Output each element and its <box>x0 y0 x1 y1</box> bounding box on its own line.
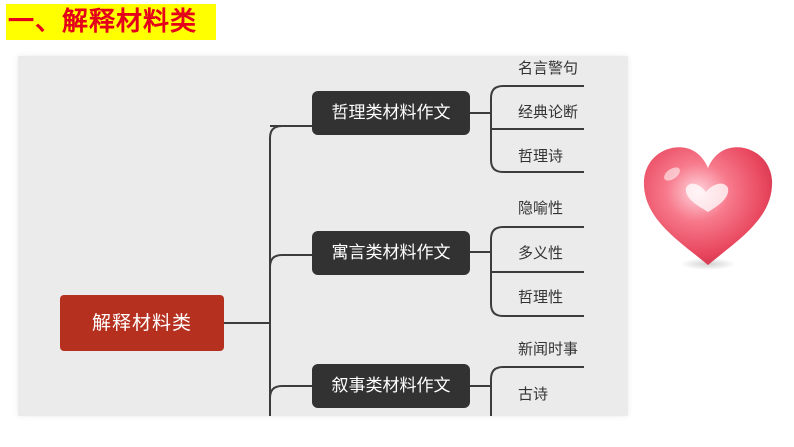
leaf-current-news: 新闻时事 <box>518 340 579 358</box>
leaf-ambiguous: 多义性 <box>518 244 564 262</box>
root-node: 解释材料类 <box>60 295 224 351</box>
branch-node-fable: 寓言类材料作文 <box>312 231 470 275</box>
leaf-classic-statements: 经典论断 <box>518 103 579 121</box>
leaf-philosophical-poetry: 哲理诗 <box>518 147 564 165</box>
leaf-famous-quotes: 名言警句 <box>518 59 579 77</box>
heart-icon <box>643 147 773 270</box>
branch-node-philosophy: 哲理类材料作文 <box>312 91 470 135</box>
leaf-philosophical: 哲理性 <box>518 288 564 306</box>
mindmap-connectors <box>224 85 584 416</box>
leaf-metaphorical: 隐喻性 <box>518 199 564 217</box>
section-title: 一、解释材料类 <box>6 4 216 40</box>
mindmap-panel: 解释材料类 哲理类材料作文 寓言类材料作文 叙事类材料作文 名言警句 经典论断 … <box>18 56 628 416</box>
leaf-ancient-poetry: 古诗 <box>518 385 549 403</box>
branch-node-narrative: 叙事类材料作文 <box>312 364 470 408</box>
